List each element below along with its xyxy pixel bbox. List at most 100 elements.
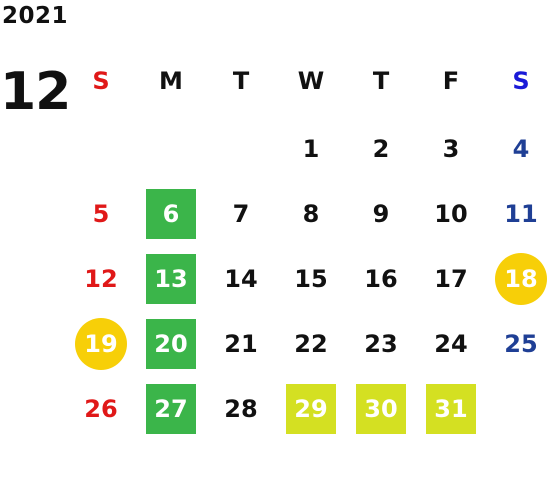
calendar-day-cell[interactable]: 1 [276,116,346,181]
day-cell-inner: 10 [416,181,486,246]
day-highlight-square: 31 [426,383,476,434]
calendar-empty-cell [206,116,276,181]
day-number: 12 [84,264,118,293]
day-cell-inner [486,376,548,441]
calendar-day-cell[interactable]: 25 [486,311,548,376]
calendar-day-cell[interactable]: 19 [66,311,136,376]
calendar-day-cell[interactable]: 29 [276,376,346,441]
day-cell-inner: 21 [206,311,276,376]
day-number: 14 [224,264,258,293]
calendar-day-cell[interactable]: 11 [486,181,548,246]
calendar-day-cell[interactable]: 15 [276,246,346,311]
calendar-day-cell[interactable]: 12 [66,246,136,311]
day-number: 9 [372,199,390,228]
day-number: 31 [434,394,468,423]
day-cell-inner: 8 [276,181,346,246]
calendar-day-cell[interactable]: 23 [346,311,416,376]
day-number: 23 [364,329,398,358]
calendar-day-cell[interactable]: 21 [206,311,276,376]
day-cell-inner: 17 [416,246,486,311]
weekday-header-friday: F [442,67,460,95]
day-cell-inner: 9 [346,181,416,246]
day-number: 18 [504,264,538,293]
calendar-day-cell[interactable]: 22 [276,311,346,376]
day-number: 7 [232,199,250,228]
day-highlight-square: 6 [146,188,196,239]
calendar-day-cell[interactable]: 18 [486,246,548,311]
day-cell-inner [136,116,206,181]
day-cell-inner: 14 [206,246,276,311]
day-number: 27 [154,394,188,423]
day-highlight-square: 20 [146,318,196,369]
day-number: 2 [372,134,390,163]
calendar-day-cell[interactable]: 28 [206,376,276,441]
calendar-day-cell[interactable]: 10 [416,181,486,246]
day-number: 11 [504,199,538,228]
day-cell-inner: 25 [486,311,548,376]
day-cell-inner: 11 [486,181,548,246]
day-number: 30 [364,394,398,423]
calendar-day-cell[interactable]: 27 [136,376,206,441]
calendar-day-cell[interactable]: 17 [416,246,486,311]
day-highlight-square: 30 [356,383,406,434]
day-cell-inner: 28 [206,376,276,441]
weekday-header-tuesday: T [232,67,250,95]
calendar-day-cell[interactable]: 16 [346,246,416,311]
calendar-day-cell[interactable]: 2 [346,116,416,181]
calendar-day-cell[interactable]: 26 [66,376,136,441]
calendar-day-cell[interactable]: 6 [136,181,206,246]
day-number: 22 [294,329,328,358]
day-number: 25 [504,329,538,358]
day-cell-inner: 16 [346,246,416,311]
calendar-day-cell[interactable]: 9 [346,181,416,246]
day-cell-inner: 23 [346,311,416,376]
calendar-day-cell[interactable]: 7 [206,181,276,246]
day-highlight-square: 13 [146,253,196,304]
calendar-day-cell[interactable]: 13 [136,246,206,311]
calendar-day-cell[interactable]: 31 [416,376,486,441]
day-number: 20 [154,329,188,358]
year-label: 2021 [2,3,69,29]
day-highlight-square: 27 [146,383,196,434]
calendar-day-cell[interactable]: 14 [206,246,276,311]
calendar-day-cell[interactable]: 24 [416,311,486,376]
day-number: 5 [92,199,110,228]
day-cell-inner: 22 [276,311,346,376]
day-number: 17 [434,264,468,293]
weekday-header-wednesday: W [297,67,325,95]
day-cell-inner: 5 [66,181,136,246]
day-number: 26 [84,394,118,423]
day-highlight-circle: 18 [495,252,547,305]
calendar-empty-cell [486,376,548,441]
day-cell-inner [66,116,136,181]
day-number: 15 [294,264,328,293]
day-number: 10 [434,199,468,228]
calendar-day-cell[interactable]: 20 [136,311,206,376]
calendar-day-cell[interactable]: 5 [66,181,136,246]
day-number: 29 [294,394,328,423]
day-number: 3 [442,134,460,163]
day-cell-inner: 26 [66,376,136,441]
calendar-day-cell[interactable]: 8 [276,181,346,246]
calendar-day-cell[interactable]: 30 [346,376,416,441]
day-cell-inner: 1 [276,116,346,181]
calendar-empty-cell [66,116,136,181]
day-cell-inner: 24 [416,311,486,376]
day-number: 19 [84,329,118,358]
day-cell-inner: 3 [416,116,486,181]
day-cell-inner: 15 [276,246,346,311]
day-number: 4 [512,134,530,163]
weekday-header-thursday: T [372,67,390,95]
day-number: 24 [434,329,468,358]
day-number: 6 [162,199,180,228]
day-cell-inner: 12 [66,246,136,311]
day-number: 21 [224,329,258,358]
day-highlight-circle: 19 [75,317,127,370]
calendar-day-cell[interactable]: 3 [416,116,486,181]
day-number: 28 [224,394,258,423]
weekday-header-monday: M [159,67,183,95]
calendar-day-cell[interactable]: 4 [486,116,548,181]
calendar-empty-cell [136,116,206,181]
day-cell-inner: 4 [486,116,548,181]
